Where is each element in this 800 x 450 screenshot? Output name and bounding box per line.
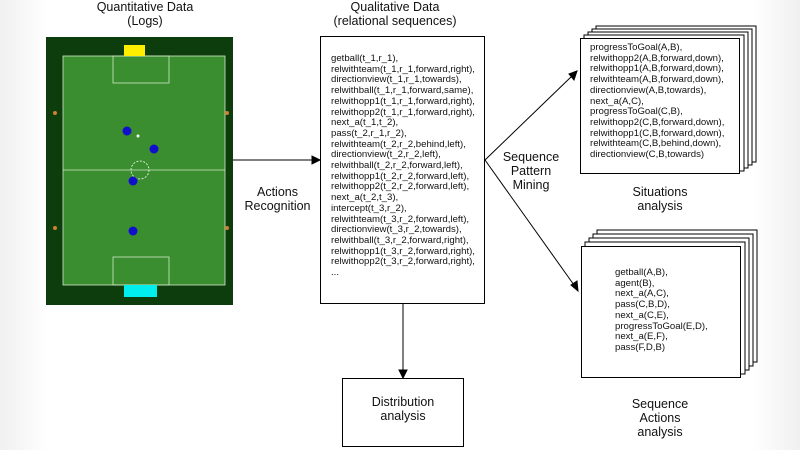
sequence-line: agent(B), [615, 277, 655, 289]
situation-line: directionview(C,B,towards) [590, 149, 705, 161]
goal-top [124, 45, 145, 56]
distribution-box: Distribution analysis [342, 378, 464, 447]
player-3 [128, 176, 138, 186]
goal-bottom [124, 285, 157, 297]
relational-line: next_a(t_2,t_3), [331, 192, 399, 204]
right-shadow [752, 0, 800, 450]
situation-line: progressToGoal(A,B), [590, 42, 683, 53]
relational-title: Qualitative Data (relational sequences) [333, 0, 457, 28]
sequence-line: pass(F,D,B) [615, 341, 666, 353]
relational-line: pass(t_2,r_1,r_2), [331, 127, 407, 139]
situation-line: next_a(A,C), [590, 95, 644, 107]
player-2 [149, 144, 159, 154]
situation-line: relwithopp2(C,B,forward,down), [590, 116, 725, 128]
sequence-line: next_a(E,F), [615, 331, 668, 343]
relational-line: relwithball(t_3,r_2,forward,right), [331, 234, 469, 246]
relational-line: relwithteam(t_3,r_2,forward,left), [331, 213, 470, 225]
sequence-line: pass(C,B,D), [615, 299, 670, 311]
arrow-to-situations [484, 75, 573, 161]
situations-list: progressToGoal(A,B),relwithopp2(A,B,forw… [590, 42, 739, 161]
situation-line: directionview(A,B,towards), [590, 84, 707, 96]
situation-line: relwithopp1(C,B,forward,down), [590, 127, 725, 139]
relational-line: directionview(t_2,r_2,left), [331, 149, 441, 161]
relational-line: relwithball(t_2,r_2,forward,left), [331, 160, 463, 172]
distribution-label: Distribution analysis [371, 395, 435, 423]
sequence-actions-box: getball(A,B),agent(B),next_a(A,C),pass(C… [581, 246, 741, 378]
sequence-list: getball(A,B),agent(B),next_a(A,C),pass(C… [615, 267, 740, 354]
sequence-actions-label: Sequence Actions analysis [631, 397, 689, 439]
sequence-pattern-mining-label: Sequence Pattern Mining [502, 150, 560, 192]
player-1 [122, 126, 132, 136]
situations-label: Situations analysis [632, 185, 688, 213]
situations-box: progressToGoal(A,B),relwithopp2(A,B,forw… [580, 38, 740, 174]
field-title: Quantitative Data (Logs) [96, 0, 194, 28]
arrow-to-sequences [484, 159, 575, 286]
relational-line: intercept(t_3,r_2), [331, 202, 407, 214]
flag-right-bottom [225, 226, 229, 230]
situation-line: relwithopp2(A,B,forward,down), [590, 52, 724, 64]
relational-line: relwithball(t_1,r_1,forward,same), [331, 85, 474, 97]
relational-line: getball(t_1,r_1), [331, 53, 399, 64]
relational-list: getball(t_1,r_1),relwithteam(t_1,r_1,for… [331, 53, 484, 279]
relational-line: relwithopp2(t_2,r_2,forward,left), [331, 181, 470, 193]
flag-left-bottom [53, 226, 57, 230]
situation-line: progressToGoal(C,B), [590, 106, 683, 118]
relational-box: getball(t_1,r_1),relwithteam(t_1,r_1,for… [320, 36, 485, 304]
relational-line: relwithopp2(t_1,r_1,forward,right), [331, 106, 475, 118]
relational-line: relwithteam(t_2,r_2,behind,left), [331, 138, 466, 150]
center-circle [130, 160, 150, 180]
left-shadow [0, 0, 48, 450]
ball [136, 134, 140, 138]
flag-left-top [53, 111, 57, 115]
actions-recognition-label: Actions Recognition [244, 185, 311, 213]
situation-line: relwithopp1(A,B,forward,down), [590, 63, 724, 75]
relational-line: ... [331, 267, 339, 279]
flag-right-top [225, 111, 229, 115]
relational-line: next_a(t_1,t_2), [331, 117, 399, 129]
player-4 [128, 226, 138, 236]
relational-line: relwithopp2(t_3,r_2,forward,right), [331, 256, 475, 268]
relational-line: directionview(t_3,r_2,towards), [331, 224, 462, 236]
sequence-line: progressToGoal(E,D), [615, 320, 708, 332]
relational-line: directionview(t_1,r_1,towards), [331, 74, 462, 86]
field-inner [62, 55, 226, 286]
sequence-line: getball(A,B), [615, 267, 668, 278]
sequence-line: next_a(A,C), [615, 288, 669, 300]
sequence-line: next_a(C,E), [615, 309, 669, 321]
relational-line: relwithopp1(t_3,r_2,forward,right), [331, 245, 475, 257]
situation-line: relwithteam(A,B,forward,down), [590, 74, 724, 86]
relational-line: relwithopp1(t_2,r_2,forward,left), [331, 170, 470, 182]
situation-line: relwithteam(C,B,behind,down), [590, 138, 722, 150]
relational-line: relwithteam(t_1,r_1,forward,right), [331, 63, 475, 75]
relational-line: relwithopp1(t_1,r_1,forward,right), [331, 95, 475, 107]
